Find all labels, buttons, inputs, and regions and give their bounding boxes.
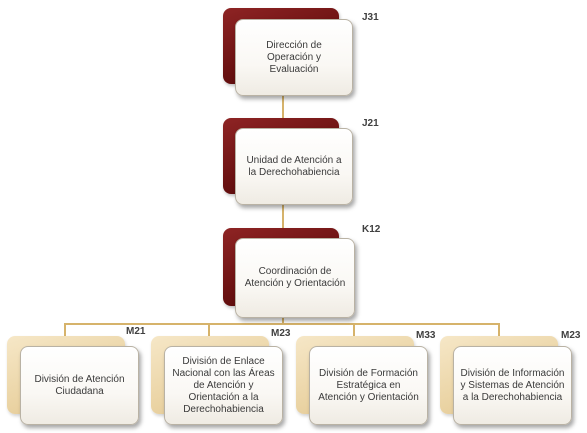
connector-j21-k12 <box>282 203 284 231</box>
node-code: M33 <box>416 330 436 341</box>
node-label: División de Formación Estratégica en Ate… <box>318 367 419 403</box>
node-code: M23 <box>561 330 581 341</box>
node-code: J21 <box>362 118 379 129</box>
node-card: División de Atención Ciudadana <box>20 346 139 425</box>
node-card: División de Enlace Nacional con las Área… <box>164 346 283 425</box>
node-label: División de Atención Ciudadana <box>34 373 125 397</box>
connector-k12-bus <box>282 316 284 324</box>
node-code: J31 <box>362 12 379 23</box>
node-label: Unidad de Atención a la Derechohabiencia <box>246 154 342 178</box>
connector-drop-m33 <box>353 323 355 338</box>
connector-drop-m23a <box>208 323 210 338</box>
connector-j31-j21 <box>282 93 284 121</box>
node-card: Coordinación de Atención y Orientación <box>235 238 355 318</box>
connector-drop-m21 <box>64 323 66 338</box>
connector-bus <box>64 323 500 325</box>
node-code: M21 <box>126 326 146 337</box>
connector-drop-m23b <box>498 323 500 338</box>
node-card: División de Información y Sistemas de At… <box>453 346 572 425</box>
node-label: División de Enlace Nacional con las Área… <box>172 355 275 415</box>
node-label: Coordinación de Atención y Orientación <box>244 266 346 289</box>
node-code: M23 <box>271 328 291 339</box>
node-card: Dirección de Operación y Evaluación <box>235 19 353 96</box>
node-label: División de Información y Sistemas de At… <box>460 367 565 403</box>
node-code: K12 <box>362 224 381 235</box>
node-card: División de Formación Estratégica en Ate… <box>309 346 428 425</box>
node-label: Dirección de Operación y Evaluación <box>266 39 322 75</box>
node-card: Unidad de Atención a la Derechohabiencia <box>235 128 353 205</box>
